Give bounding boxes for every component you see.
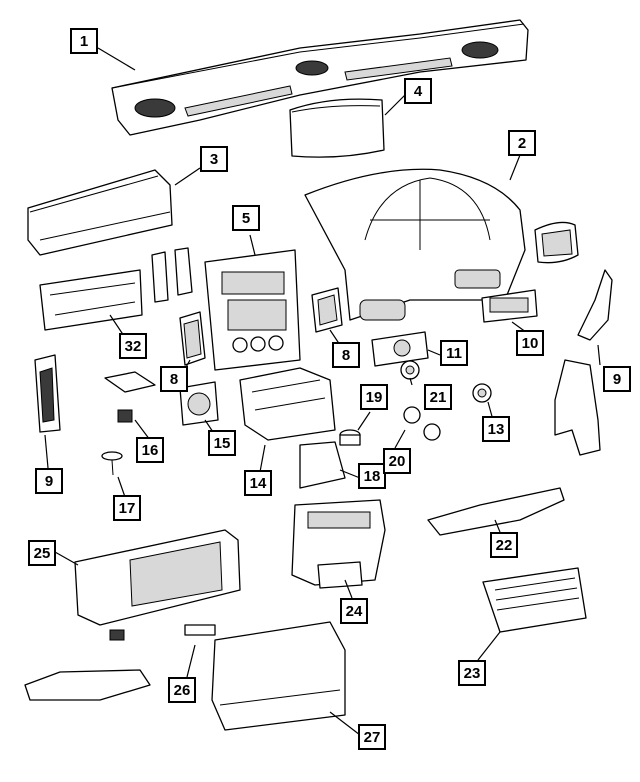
- part-11-switch-panel: [371, 331, 429, 367]
- callout-2: 2: [508, 130, 536, 156]
- part-9-right-trim: [577, 269, 613, 341]
- callout-1: 1: [70, 28, 98, 54]
- part-3-upper-panel: [27, 169, 173, 256]
- callout-24: 24: [340, 598, 368, 624]
- part-1-top-cover: [111, 19, 529, 136]
- part-4-cover: [289, 98, 385, 158]
- callout-22: 22: [490, 532, 518, 558]
- callout-26: 26: [168, 677, 196, 703]
- part-13-knob: [472, 383, 492, 403]
- callout-21: 21: [424, 384, 452, 410]
- part-small-latch: [109, 629, 125, 641]
- part-22-lower-trim: [427, 487, 565, 536]
- part-23-vent-panel: [482, 567, 587, 633]
- callout-23: 23: [458, 660, 486, 686]
- part-8-right-vent: [311, 287, 343, 333]
- callout-8-right: 8: [332, 342, 360, 368]
- part-19-plug: [339, 429, 361, 446]
- part-20-socket: [403, 406, 441, 441]
- part-18-boot: [299, 441, 346, 489]
- part-21-ring: [400, 360, 420, 380]
- part-24-console-panel: [291, 499, 386, 589]
- callout-8-left: 8: [160, 366, 188, 392]
- callout-17: 17: [113, 495, 141, 521]
- part-10-panel: [481, 289, 538, 323]
- callout-9-right: 9: [603, 366, 631, 392]
- part-latch-housing: [24, 669, 151, 701]
- part-5-center-bezel: [204, 249, 301, 371]
- callout-11: 11: [440, 340, 468, 366]
- part-9-left-trim: [34, 354, 61, 433]
- part-right-bracket: [554, 359, 601, 456]
- part-15-ring-bracket: [179, 381, 219, 426]
- part-16-clip: [117, 409, 133, 423]
- callout-5: 5: [232, 205, 260, 231]
- callout-4: 4: [404, 78, 432, 104]
- part-17-push-pin: [101, 451, 123, 476]
- part-27-glove-box: [211, 621, 346, 731]
- callout-18: 18: [358, 463, 386, 489]
- callout-9-left: 9: [35, 468, 63, 494]
- callout-10: 10: [516, 330, 544, 356]
- callout-16: 16: [136, 437, 164, 463]
- part-2-main-panel: [304, 168, 526, 321]
- part-32-bracket: [39, 269, 143, 331]
- callout-20: 20: [383, 448, 411, 474]
- callout-13: 13: [482, 416, 510, 442]
- part-26-latch: [184, 624, 216, 636]
- part-8-left-vent: [179, 311, 206, 366]
- callout-25: 25: [28, 540, 56, 566]
- callout-32: 32: [119, 333, 147, 359]
- callout-3: 3: [200, 146, 228, 172]
- part-14-console-bin: [239, 367, 336, 441]
- part-25-glove-box: [74, 529, 241, 626]
- callout-27: 27: [358, 724, 386, 750]
- part-small-brackets: [151, 247, 193, 303]
- part-side-vent: [534, 221, 579, 264]
- callout-15: 15: [208, 430, 236, 456]
- part-small-tray: [104, 371, 156, 393]
- callout-14: 14: [244, 470, 272, 496]
- callout-19: 19: [360, 384, 388, 410]
